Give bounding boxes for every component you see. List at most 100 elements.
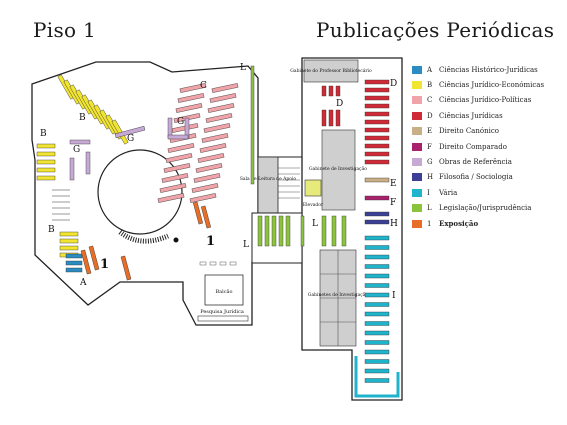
stair-steps: [278, 167, 300, 199]
shelf-d: [364, 127, 390, 133]
legend-label: Ciências Jurídico-Económicas: [439, 81, 545, 90]
zone-label-g: G: [177, 117, 184, 127]
shelf-h: [364, 219, 390, 225]
research-offices-label: Gabinetes de Investigação: [308, 291, 369, 298]
shelf-i: [364, 311, 390, 317]
shelf-g: [114, 125, 146, 139]
shelf-i: [364, 245, 390, 250]
shelf-c: [193, 173, 221, 183]
shelf-i: [364, 264, 390, 269]
shelf-exhibit: [120, 255, 132, 281]
shelf-d: [364, 159, 390, 165]
shelf-c: [207, 103, 235, 113]
zone-label-b: B: [40, 129, 47, 139]
shelf-i: [364, 273, 390, 279]
shelf-l: [285, 215, 291, 247]
shelf-i: [364, 330, 390, 336]
shelf-d: [335, 85, 341, 97]
shelf-b: [36, 175, 56, 181]
reading-room-label: Sala de Leitura de Apoio: [240, 176, 297, 182]
legend-letter: 1: [427, 219, 432, 228]
shelf-c: [163, 163, 191, 173]
legend-swatch: [412, 219, 422, 228]
legend-label: Direito Canónico: [439, 127, 499, 136]
shelf-i-frame: [354, 356, 400, 398]
reading-room: [257, 156, 279, 214]
shelf-exhibit: [200, 205, 212, 229]
legend-swatch: [412, 96, 422, 105]
shelf-c: [195, 163, 223, 173]
legend-letter: A: [427, 65, 433, 74]
shelf-exhibit: [80, 249, 92, 275]
legend-letter: L: [427, 204, 432, 213]
professor-office-label: Gabinete do Professor Bibliotecário: [290, 67, 372, 74]
shelf-b: [36, 159, 56, 165]
legend-letter: G: [427, 158, 433, 167]
zone-label-i: I: [392, 291, 396, 301]
shelf-d: [328, 85, 334, 97]
zone-label-l: L: [240, 63, 246, 73]
floor-title: Piso 1: [33, 18, 97, 42]
shelf-i: [364, 254, 390, 260]
service-desk-label: Balcão: [215, 288, 232, 295]
shelf-b: [36, 151, 56, 157]
legend-letter: C: [427, 96, 433, 105]
service-desk: [204, 274, 244, 306]
shelf-c: [205, 113, 233, 123]
shelf-l: [257, 215, 263, 247]
research-office: [321, 129, 356, 211]
zone-label-e: E: [390, 179, 397, 189]
legend-swatch: [412, 188, 422, 197]
shelf-c: [161, 173, 189, 183]
zone-label-h: H: [390, 219, 398, 229]
office-dividers: [320, 250, 356, 346]
zone-label-g: G: [127, 134, 134, 144]
shelf-c: [209, 93, 237, 103]
shelf-d: [321, 85, 327, 97]
shelf-i: [364, 235, 390, 241]
shelf-b: [59, 231, 79, 237]
legend-swatch: [412, 127, 422, 136]
legend-label: Filosofia / Sociologia: [439, 173, 513, 182]
legend-letter: D: [427, 111, 433, 120]
shelf-d: [364, 79, 390, 85]
shelf-f: [364, 195, 390, 201]
right-building-outline: [301, 57, 403, 401]
shelf-d: [364, 103, 390, 109]
research-desk: [197, 315, 249, 322]
small-fixture: [219, 261, 227, 266]
shelf-i: [364, 302, 390, 307]
shelf-a: [65, 260, 83, 266]
research-office-label: Gabinete de Investigação: [309, 165, 367, 172]
shelf-e: [364, 177, 390, 183]
shelf-exhibit: [88, 245, 100, 271]
zone-label-b: B: [79, 113, 86, 123]
section-title: Publicações Periódicas: [316, 18, 555, 42]
shelf-i: [364, 283, 390, 288]
shelf-l: [341, 215, 347, 247]
shelf-a: [65, 267, 83, 273]
legend-item: H Filosofia / Sociologia: [412, 170, 544, 185]
shelf-c: [157, 193, 185, 203]
shelf-c: [199, 143, 227, 153]
shelf-d: [364, 151, 390, 157]
zone-label-f: F: [390, 198, 396, 208]
shelf-b: [59, 238, 79, 244]
legend-letter: E: [427, 127, 433, 136]
research-desk-label: Pesquisa Jurídica: [200, 308, 244, 315]
zone-label-c: C: [200, 81, 207, 91]
shelf-l: [331, 215, 337, 247]
shelf-l: [264, 215, 270, 247]
shelf-i: [364, 359, 390, 364]
shelf-i: [364, 349, 390, 355]
shelf-d: [364, 119, 390, 125]
legend-letter: H: [427, 173, 434, 182]
central-atrium: [97, 149, 183, 235]
shelf-l: [271, 215, 277, 247]
